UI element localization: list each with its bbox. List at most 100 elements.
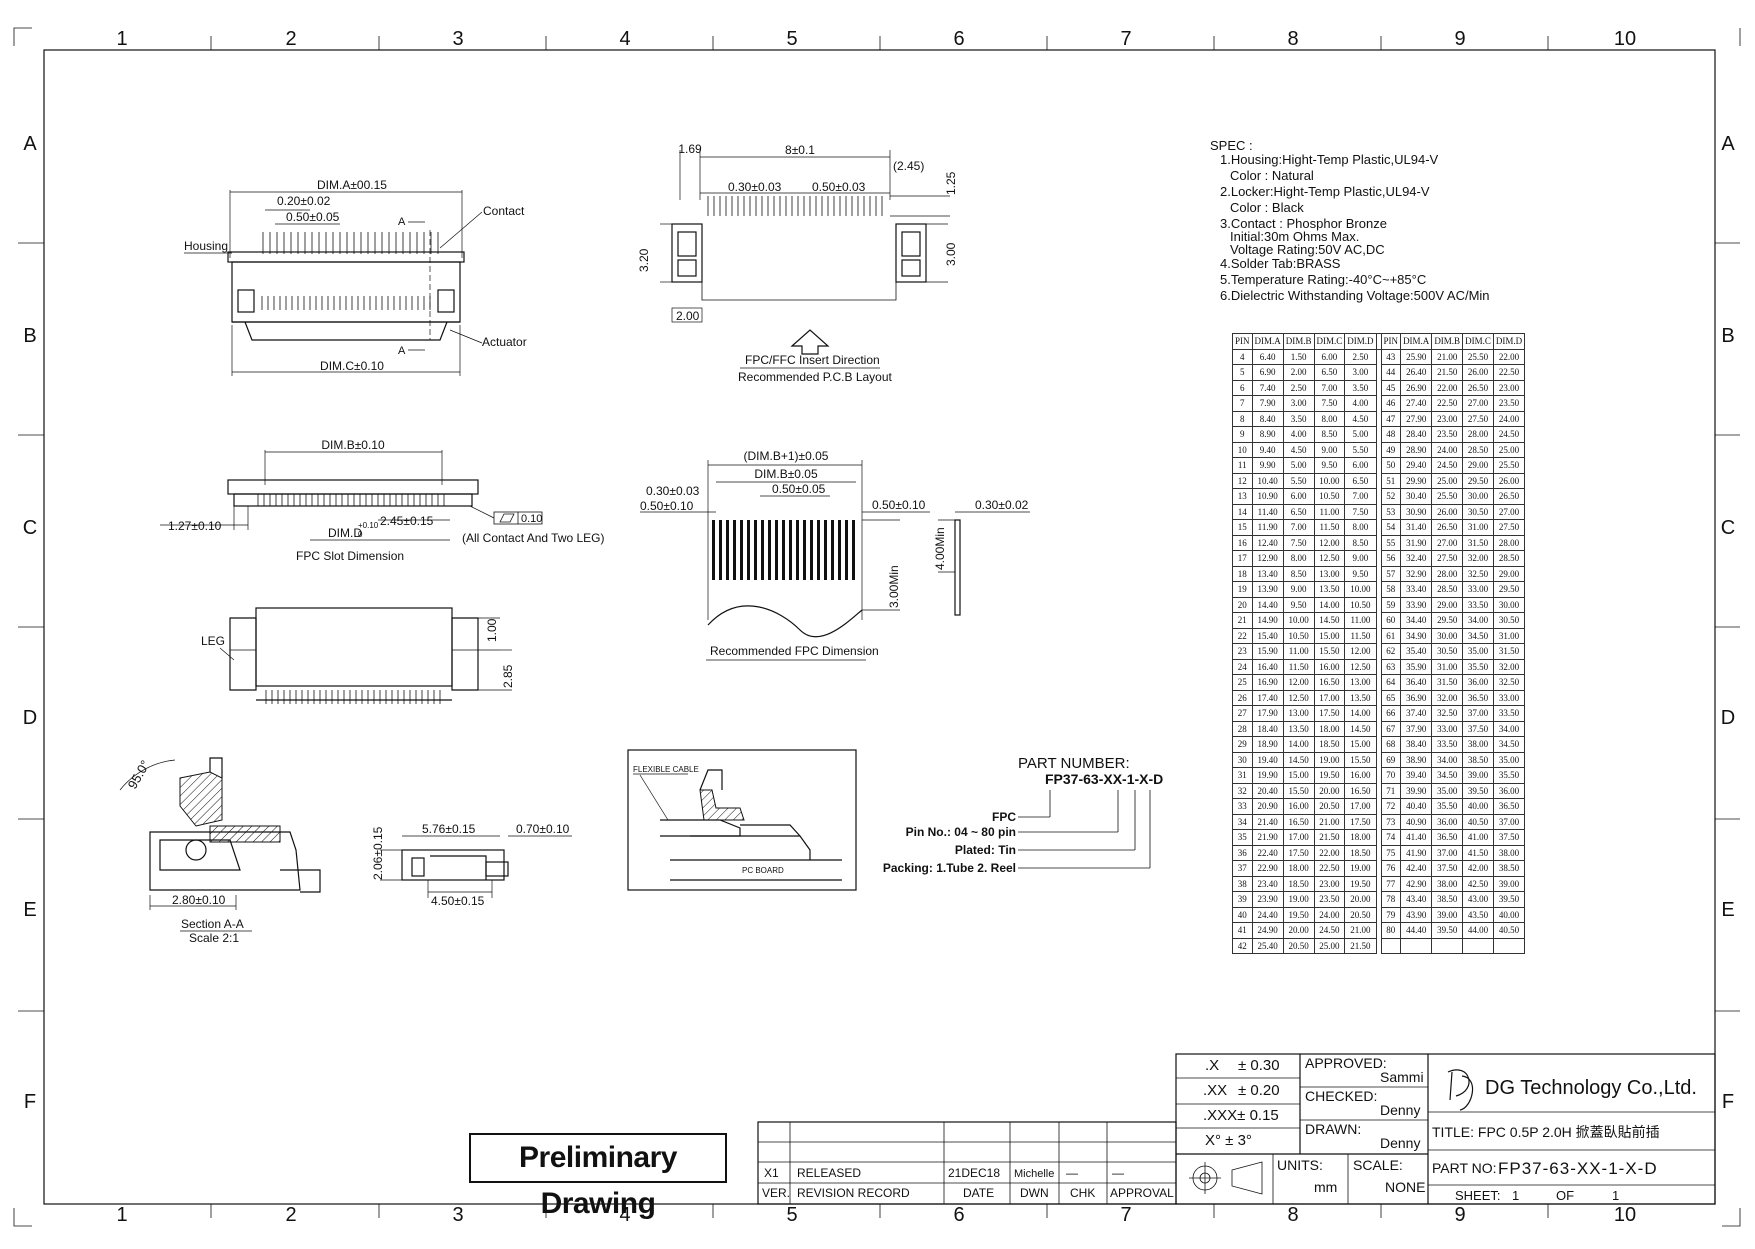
- table-cell: 37.50: [1431, 860, 1464, 877]
- dim-050-edge-label: 0.50±0.10: [872, 498, 926, 512]
- table-header: DIM.A: [1400, 333, 1433, 350]
- table-cell: 8.50: [1282, 565, 1315, 582]
- table-cell: 31.00: [1431, 658, 1464, 675]
- table-cell: 46: [1380, 395, 1402, 412]
- table-cell: 12.00: [1282, 674, 1315, 691]
- table-cell: 40.00: [1462, 798, 1494, 815]
- table-cell: 4.50: [1282, 441, 1315, 458]
- table-cell: 49: [1380, 441, 1402, 458]
- spec-line: 1.Housing:Hight-Temp Plastic,UL94-V: [1220, 152, 1439, 167]
- table-cell: 13.00: [1313, 565, 1346, 582]
- drawn-label: DRAWN:: [1305, 1121, 1361, 1137]
- col-label: 7: [1120, 1204, 1131, 1226]
- table-cell: 18.00: [1313, 720, 1346, 737]
- section-a-a: 95.0° 2.80±0.10 Section A-A Scale 2:1: [119, 757, 321, 945]
- dim-d-tol-upper: +0.10: [358, 521, 379, 530]
- table-cell: 38.50: [1492, 860, 1526, 877]
- table-cell: 27.50: [1431, 550, 1464, 567]
- rev-date: 21DEC18: [948, 1166, 1000, 1180]
- table-cell: 48: [1380, 426, 1402, 443]
- table-header: DIM.A: [1251, 333, 1284, 350]
- table-cell: 12.50: [1282, 689, 1315, 706]
- table-header: DIM.C: [1462, 333, 1494, 350]
- row-label: D: [23, 707, 37, 729]
- table-cell: 43.90: [1400, 906, 1433, 923]
- projection-symbol-icon: [1189, 1161, 1263, 1195]
- table-cell: 19: [1232, 581, 1253, 598]
- dim-a-label: DIM.A±00.15: [317, 178, 387, 192]
- col-label: 9: [1454, 1204, 1465, 1226]
- flexible-cable-label: FLEXIBLE CABLE: [633, 765, 699, 774]
- table-cell: 25.00: [1431, 472, 1464, 489]
- table-cell: 36: [1232, 844, 1253, 861]
- table-cell: 20.50: [1313, 798, 1346, 815]
- col-label: 4: [619, 28, 630, 50]
- table-cell: 25.00: [1492, 441, 1526, 458]
- table-cell: 23: [1232, 643, 1253, 660]
- record-header: REVISION RECORD: [797, 1186, 910, 1200]
- table-cell: 35.00: [1492, 751, 1526, 768]
- table-cell: 16.00: [1282, 798, 1315, 815]
- table-cell: 32.00: [1431, 689, 1464, 706]
- side-view: LEG 1.00 2.85: [201, 607, 515, 704]
- table-cell: 28.00: [1431, 565, 1464, 582]
- table-cell: 22.00: [1313, 844, 1346, 861]
- col-label: 6: [953, 28, 964, 50]
- table-cell: 52: [1380, 488, 1402, 505]
- table-cell: 42: [1232, 937, 1253, 954]
- table-cell: 27.00: [1431, 534, 1464, 551]
- table-cell: 31.50: [1462, 534, 1494, 551]
- dim-050-pitch-label: 0.50±0.05: [772, 482, 826, 496]
- table-cell: 29.50: [1462, 472, 1494, 489]
- table-cell: 11.40: [1251, 503, 1284, 520]
- table-cell: 10: [1232, 441, 1253, 458]
- table-cell: 44.40: [1400, 922, 1433, 939]
- table-cell: 30.50: [1492, 612, 1526, 629]
- dim-450-label: 4.50±0.15: [431, 894, 485, 908]
- col-label: 8: [1287, 1204, 1298, 1226]
- table-cell: 15.50: [1282, 782, 1315, 799]
- table-cell: 12.00: [1344, 643, 1377, 660]
- table-cell: 32.50: [1492, 674, 1526, 691]
- table-cell: 5: [1232, 364, 1253, 381]
- table-cell: 25.50: [1431, 488, 1464, 505]
- spec-line: Voltage Rating:50V AC,DC: [1230, 242, 1385, 257]
- pcb-layout-title: Recommended P.C.B Layout: [738, 370, 893, 384]
- table-cell: [1380, 937, 1402, 954]
- table-cell: 45: [1380, 379, 1402, 396]
- table-cell: 13.00: [1282, 705, 1315, 722]
- table-cell: 33: [1232, 798, 1253, 815]
- table-cell: [1400, 937, 1433, 954]
- table-cell: 11.00: [1282, 643, 1315, 660]
- checked-label: CHECKED:: [1305, 1088, 1377, 1104]
- table-cell: 34.50: [1462, 627, 1494, 644]
- table-cell: 39.00: [1462, 767, 1494, 784]
- table-header: DIM.D: [1344, 333, 1377, 350]
- col-label: 5: [786, 28, 797, 50]
- table-cell: 10.90: [1251, 488, 1284, 505]
- dim-245-label: 2.45±0.15: [380, 514, 434, 528]
- table-cell: 9.50: [1313, 457, 1346, 474]
- table-cell: 16.00: [1344, 767, 1377, 784]
- table-cell: 22: [1232, 627, 1253, 644]
- dim-b1-label: (DIM.B+1)±0.05: [744, 449, 829, 463]
- table-header: PIN: [1380, 333, 1402, 350]
- table-cell: 37.90: [1400, 720, 1433, 737]
- table-cell: 8: [1232, 410, 1253, 427]
- table-cell: 23.50: [1492, 395, 1526, 412]
- table-cell: 15.50: [1344, 751, 1377, 768]
- spec-line: SPEC :: [1210, 138, 1253, 153]
- sheet-label: SHEET:: [1455, 1188, 1501, 1203]
- table-cell: 35.40: [1400, 643, 1433, 660]
- table-cell: 69: [1380, 751, 1402, 768]
- table-cell: 19.40: [1251, 751, 1284, 768]
- table-cell: 11.50: [1282, 658, 1315, 675]
- col-label: 1: [116, 1204, 127, 1226]
- table-cell: 6.50: [1313, 364, 1346, 381]
- table-cell: 17.50: [1313, 705, 1346, 722]
- table-cell: 35.50: [1462, 658, 1494, 675]
- table-cell: 75: [1380, 844, 1402, 861]
